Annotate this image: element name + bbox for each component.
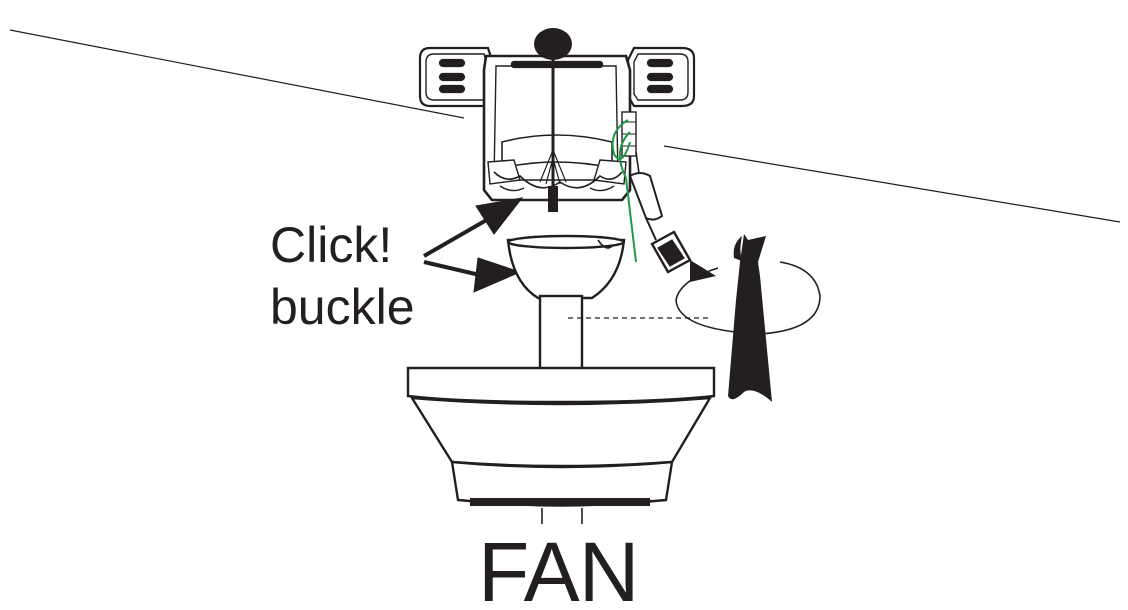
canopy [506, 234, 626, 300]
click-label: Click! [270, 217, 393, 273]
fan-motor-housing [406, 366, 716, 507]
fan-shaft-lines [541, 508, 583, 524]
double-arrow-icon [423, 197, 524, 293]
downrod [538, 294, 584, 372]
support-cord [534, 28, 572, 212]
fan-label: FAN [478, 525, 639, 610]
rotate-clockwise-icon [675, 234, 821, 402]
buckle-label: buckle [270, 279, 415, 335]
mounting-bracket [418, 46, 696, 202]
wiring-harness [611, 119, 692, 274]
ceiling-line [9, 29, 1121, 223]
wire-connector-plug [650, 230, 692, 274]
